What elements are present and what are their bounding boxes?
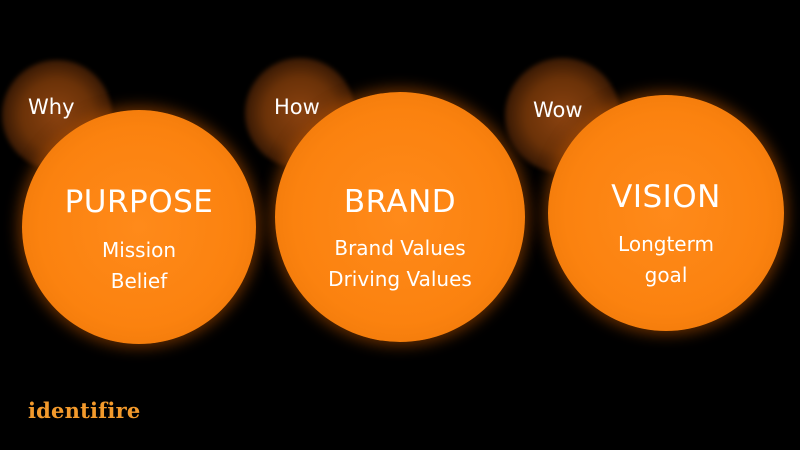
brand-line-1: Brand Values <box>334 236 466 260</box>
purpose-circle: PURPOSE Mission Belief <box>22 110 256 344</box>
purpose-title: PURPOSE <box>64 184 214 220</box>
purpose-line-2: Belief <box>110 269 168 293</box>
brand-line-2: Driving Values <box>328 267 472 291</box>
vision-line-1: Longterm <box>618 232 714 256</box>
brand-subtext: Brand Values Driving Values <box>275 233 525 295</box>
vision-title: VISION <box>611 179 721 215</box>
how-label: How <box>274 95 320 119</box>
wow-label: Wow <box>533 98 583 122</box>
vision-subtext: Longterm goal <box>548 229 784 291</box>
purpose-subtext: Mission Belief <box>22 235 256 297</box>
why-label: Why <box>28 95 75 119</box>
identifire-logo: identifire <box>28 398 141 423</box>
brand-title: BRAND <box>343 184 457 220</box>
purpose-line-1: Mission <box>101 238 177 262</box>
brand-circle: BRAND Brand Values Driving Values <box>275 92 525 342</box>
vision-circle: VISION Longterm goal <box>548 95 784 331</box>
vision-line-2: goal <box>644 263 688 287</box>
